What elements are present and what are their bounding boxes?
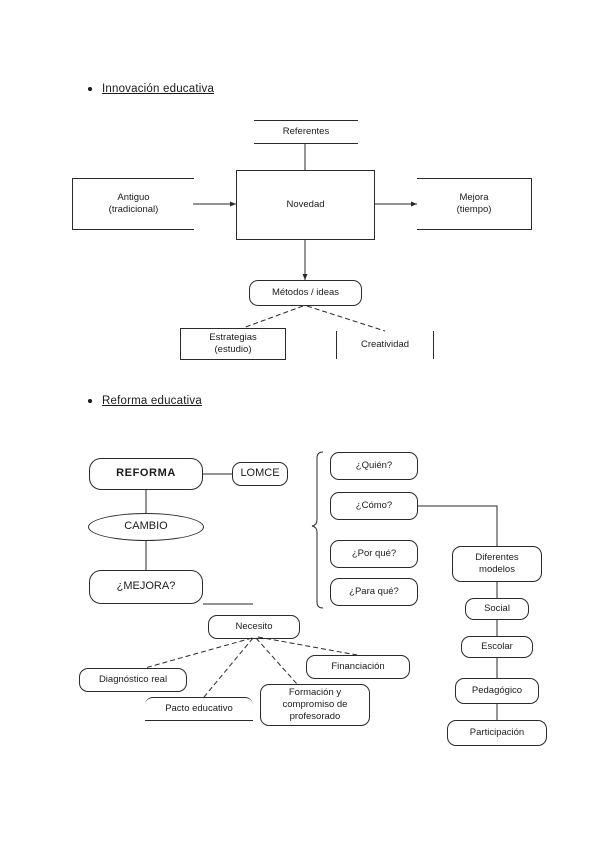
node-escolar: Escolar <box>461 636 533 658</box>
edge-necesito-pacto <box>203 637 254 698</box>
node-novedad: Novedad <box>236 170 375 240</box>
node-por-que: ¿Por qué? <box>330 540 418 568</box>
node-para-que: ¿Para qué? <box>330 578 418 606</box>
node-social: Social <box>465 598 529 620</box>
node-formacion-profesorado: Formación y compromiso de profesorado <box>260 684 370 726</box>
node-quien: ¿Quién? <box>330 452 418 480</box>
node-pedagogico: Pedagógico <box>455 678 539 704</box>
node-mejora-pregunta: ¿MEJORA? <box>89 570 203 604</box>
node-lomce: LOMCE <box>232 462 288 486</box>
bullet-dot-icon <box>88 399 92 403</box>
node-participacion: Participación <box>447 720 547 746</box>
node-antiguo: Antiguo (tradicional) <box>72 178 194 230</box>
heading-reforma-educativa: Reforma educativa <box>88 395 202 407</box>
edge-necesito-financiacion <box>257 636 358 656</box>
bullet-dot-icon <box>88 87 92 91</box>
node-reforma: REFORMA <box>89 458 203 490</box>
bracket-preguntas <box>311 451 324 609</box>
heading-text: Reforma educativa <box>102 395 202 407</box>
edge-metodos-estrategias <box>242 305 304 329</box>
heading-innovacion-educativa: Innovación educativa <box>88 83 214 95</box>
edge-como-modelos <box>418 505 498 546</box>
node-financiacion: Financiación <box>306 655 410 679</box>
edge-necesito-formacion <box>255 637 298 685</box>
edge-necesito-diagnostico <box>144 637 253 669</box>
node-diagnostico-real: Diagnóstico real <box>79 668 187 692</box>
node-mejora: Mejora (tiempo) <box>417 178 532 230</box>
node-necesito: Necesito <box>208 615 300 639</box>
node-diferentes-modelos: Diferentes modelos <box>452 546 542 582</box>
node-cambio: CAMBIO <box>88 513 204 541</box>
node-como: ¿Cómo? <box>330 492 418 520</box>
node-referentes: Referentes <box>254 120 358 144</box>
node-estrategias: Estrategias (estudio) <box>180 328 286 360</box>
node-pacto-educativo: Pacto educativo <box>145 697 253 721</box>
edge-metodos-creatividad <box>306 305 386 332</box>
node-metodos-ideas: Métodos / ideas <box>249 280 362 306</box>
node-creatividad: Creatividad <box>336 331 434 359</box>
heading-text: Innovación educativa <box>102 83 215 95</box>
